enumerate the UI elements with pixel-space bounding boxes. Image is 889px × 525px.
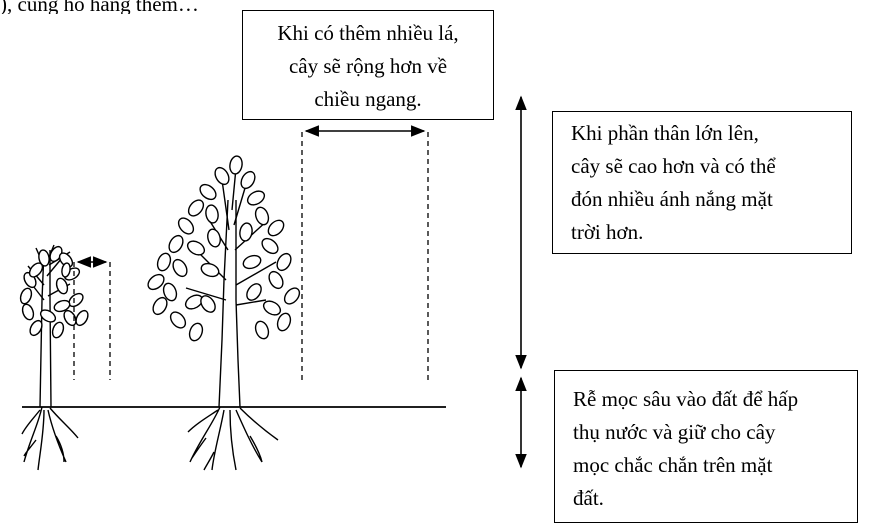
callout-line: trời hơn. (571, 220, 644, 244)
top-text-fragment: ), cùng hồ hang thêm… (0, 0, 199, 14)
small-tree-leaves (19, 245, 89, 339)
small-tree-trunk (39, 249, 52, 408)
small-tree (19, 244, 89, 471)
big-tree-roots (187, 406, 279, 471)
height-callout: Khi phần thân lớn lên, cây sẽ cao hơn và… (552, 111, 852, 254)
width-callout: Khi có thêm nhiều lá, cây sẽ rộng hơn về… (242, 10, 494, 120)
big-tree (147, 155, 301, 471)
callout-line: chiều ngang. (314, 87, 422, 111)
callout-line: cây sẽ cao hơn và có thể (571, 154, 776, 178)
callout-line: Khi có thêm nhiều lá, (277, 21, 459, 45)
callout-line: đất. (573, 486, 604, 510)
big-tree-leaves (147, 155, 301, 342)
callout-line: thụ nước và giữ cho cây (573, 420, 776, 444)
big-tree-trunk (218, 199, 241, 408)
callout-line: Rễ mọc sâu vào đất để hấp (573, 387, 799, 411)
callout-line: Khi phần thân lớn lên, (571, 121, 759, 145)
roots-callout: Rễ mọc sâu vào đất để hấp thụ nước và gi… (554, 370, 858, 523)
callout-line: mọc chắc chắn trên mặt (573, 453, 773, 477)
callout-line: cây sẽ rộng hơn về (288, 54, 448, 78)
small-tree-roots (21, 406, 79, 471)
callout-line: đón nhiều ánh nắng mặt (571, 187, 773, 211)
